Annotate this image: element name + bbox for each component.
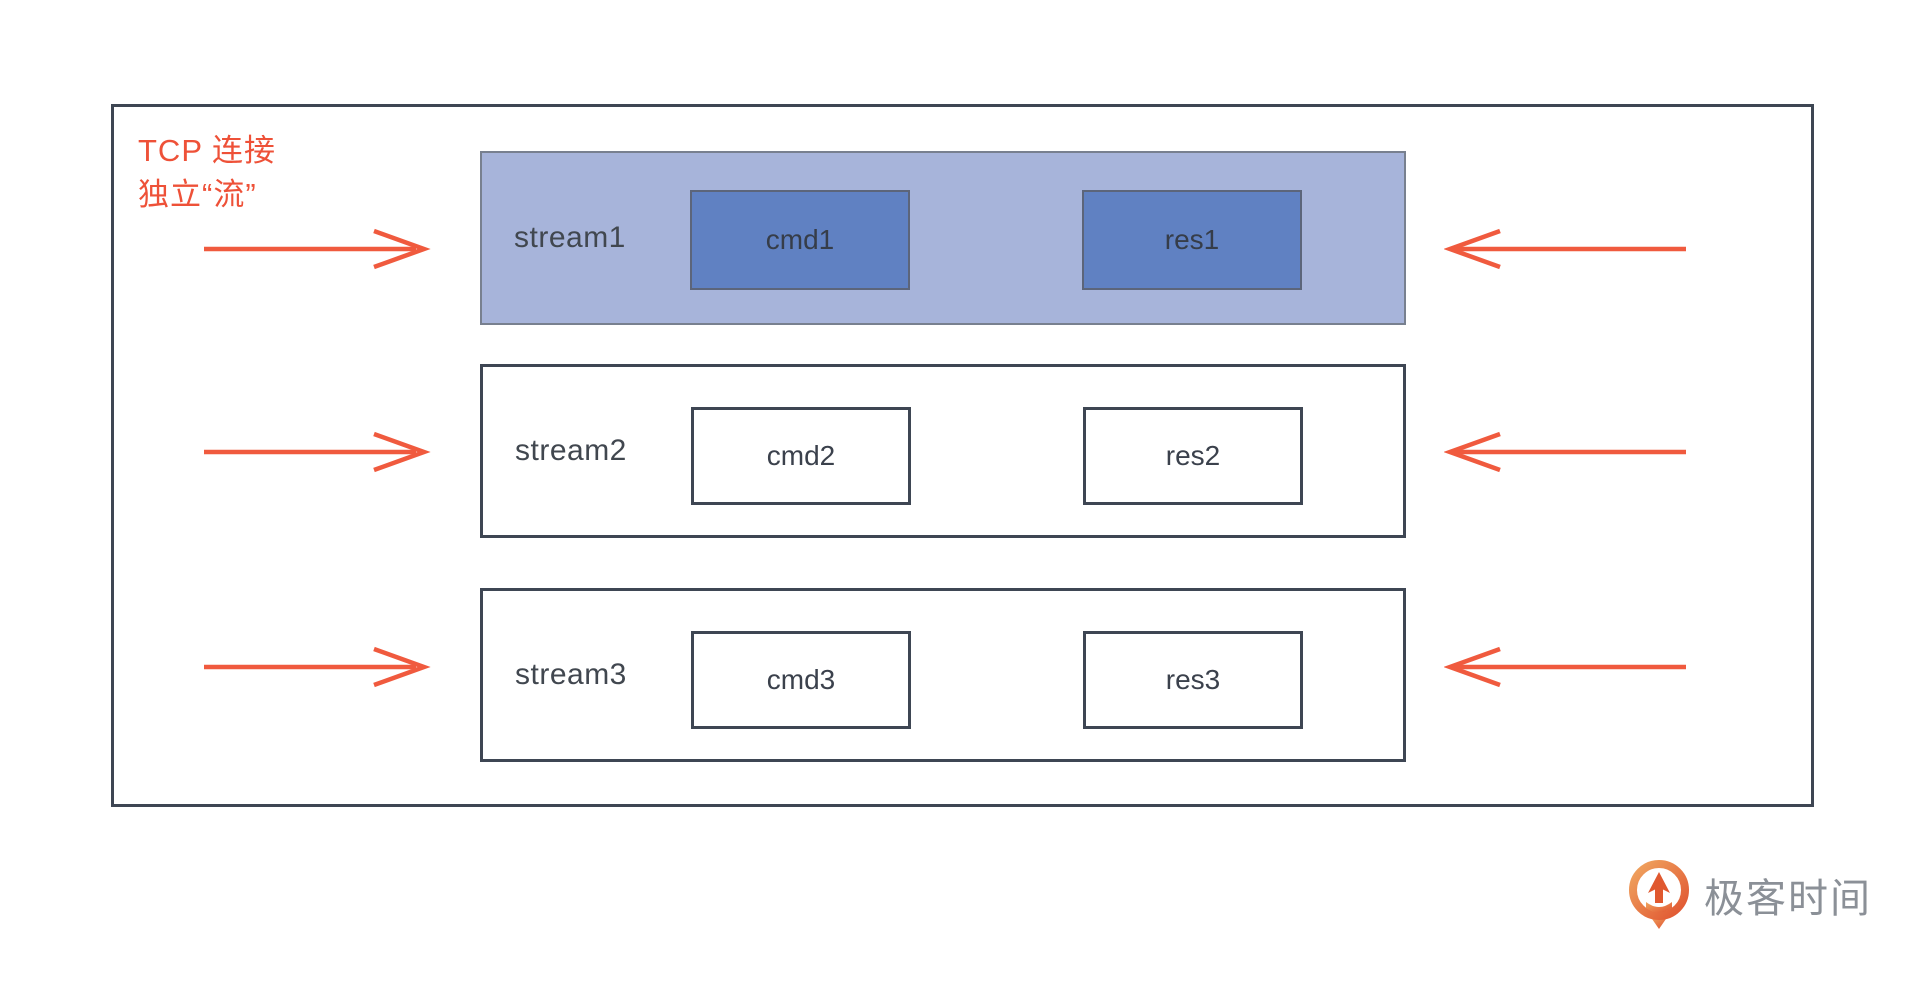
cmd1-label: cmd1	[765, 224, 835, 255]
stream3-label: stream3	[515, 658, 627, 691]
arrow-left-icon	[1444, 646, 1686, 688]
arrow-left-stream1	[1444, 227, 1692, 271]
arrow-right-stream2	[196, 430, 444, 474]
res3-label: res3	[1165, 664, 1221, 695]
cmd2-box: cmd2	[691, 407, 911, 505]
arrow-right-stream3	[196, 645, 444, 689]
stream1-label: stream1	[514, 221, 626, 254]
arrow-left-stream3	[1444, 645, 1692, 689]
tcp-annotation: TCP 连接 独立“流”	[138, 129, 276, 217]
cmd2-label: cmd2	[766, 440, 836, 471]
geektime-logo-text: 极客时间	[1704, 877, 1872, 921]
geektime-logo: 极客时间	[1626, 858, 1872, 932]
annotation-line-stream: 独立“流”	[138, 177, 257, 212]
res1-box: res1	[1082, 190, 1302, 290]
geektime-logo-icon	[1629, 860, 1689, 929]
cmd3-label: cmd3	[766, 664, 836, 695]
cmd3-box: cmd3	[691, 631, 911, 729]
arrow-right-icon	[204, 431, 431, 473]
stream2-label: stream2	[515, 434, 627, 467]
tcp-connection-box: TCP 连接 独立“流” stream1 cmd1 res1 stream2 c…	[111, 104, 1814, 807]
arrow-right-icon	[204, 228, 431, 270]
arrow-left-stream2	[1444, 430, 1692, 474]
arrow-left-icon	[1444, 228, 1686, 270]
arrow-right-stream1	[196, 227, 444, 271]
arrow-left-icon	[1444, 431, 1686, 473]
arrow-right-icon	[204, 646, 431, 688]
stream-row-2: stream2 cmd2 res2	[480, 364, 1406, 538]
res3-box: res3	[1083, 631, 1303, 729]
cmd1-box: cmd1	[690, 190, 910, 290]
res1-label: res1	[1164, 224, 1220, 255]
res2-label: res2	[1165, 440, 1221, 471]
res2-box: res2	[1083, 407, 1303, 505]
stream-row-1: stream1 cmd1 res1	[480, 151, 1406, 325]
stream-row-3: stream3 cmd3 res3	[480, 588, 1406, 762]
annotation-line-tcp: TCP 连接	[138, 133, 277, 168]
